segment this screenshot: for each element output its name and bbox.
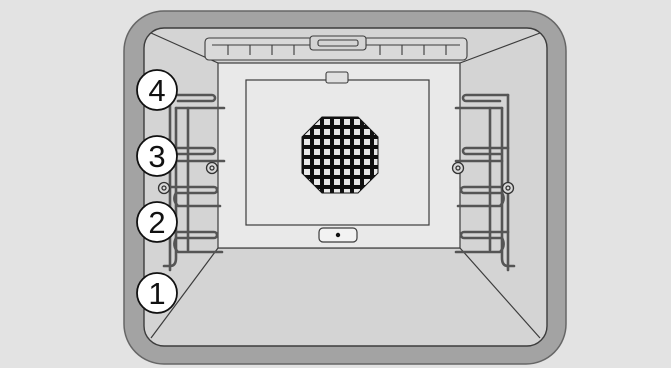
shelf-position-4: 4 [136,69,178,111]
cavity-perspective-lines [150,32,541,339]
shelf-position-1: 1 [136,272,178,314]
shelf-position-1-label: 1 [148,276,165,311]
left-rack-bolts [157,161,219,195]
left-shelf-rack [162,93,226,272]
top-heating-element [204,35,468,61]
light-switch-icon [318,227,358,243]
right-rack-bolts [451,161,515,195]
shelf-position-2: 2 [136,201,178,243]
shelf-position-4-label: 4 [148,73,165,108]
shelf-position-3-label: 3 [148,139,165,174]
fan-grille-icon [301,116,379,194]
shelf-position-3: 3 [136,135,178,177]
oven-lamp-icon [325,71,349,84]
shelf-position-2-label: 2 [148,205,165,240]
